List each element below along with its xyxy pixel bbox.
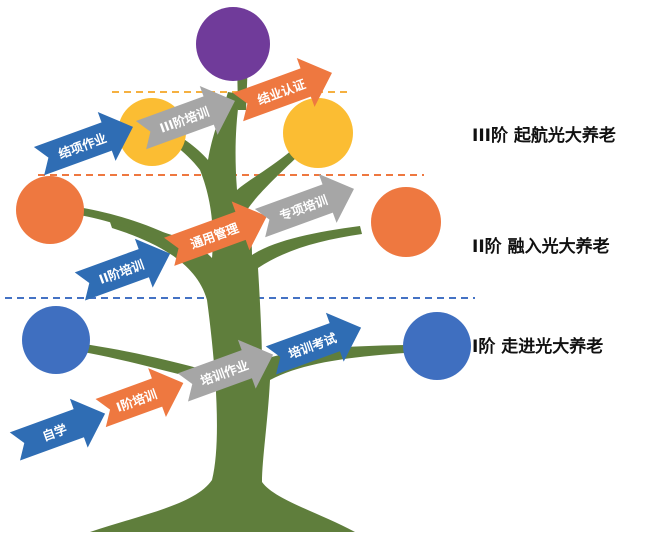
orange-circle-left — [16, 176, 84, 244]
arrow-level1-training: I阶培训 — [95, 368, 184, 428]
yellow-circle-right — [283, 98, 353, 168]
blue-circle-right — [403, 312, 471, 380]
level2-label: II阶 融入光大养老 — [472, 236, 610, 257]
level3-label: III阶 起航光大养老 — [472, 125, 616, 146]
blue-circle-left — [22, 306, 90, 374]
orange-circle-right — [371, 187, 441, 257]
arrow-self-study: 自学 — [9, 398, 106, 461]
purple-circle-top — [196, 7, 270, 81]
arrow-training-exam: 培训考试 — [265, 312, 362, 375]
level1-label: I阶 走进光大养老 — [472, 336, 603, 357]
